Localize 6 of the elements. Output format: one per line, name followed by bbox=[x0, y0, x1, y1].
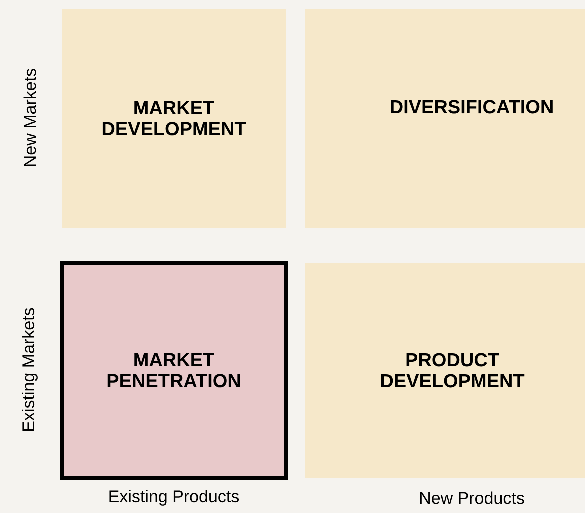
quadrant-box: PRODUCT DEVELOPMENT bbox=[305, 263, 585, 478]
axis-label: New Markets bbox=[24, 69, 36, 166]
quadrant-box: DIVERSIFICATION bbox=[305, 9, 585, 228]
quadrant-box: MARKET DEVELOPMENT bbox=[62, 9, 286, 228]
quadrant-box: MARKET PENETRATION bbox=[60, 261, 288, 480]
axis-label: Existing Markets bbox=[22, 308, 38, 431]
